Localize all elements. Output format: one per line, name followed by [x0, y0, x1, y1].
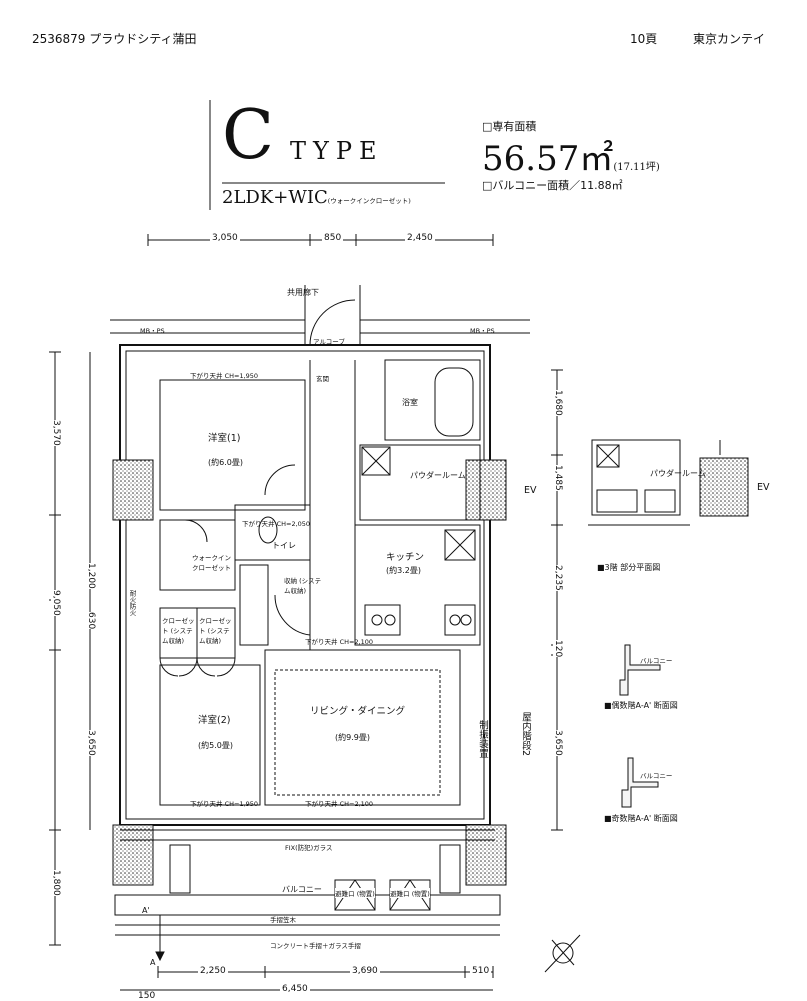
dim-right-4: 120	[553, 640, 563, 658]
handrail-label: 手摺笠木	[270, 916, 296, 924]
even-section-label: ■偶数階A-A' 断面図	[604, 701, 678, 710]
balcony-area: □バルコニー面積／11.88㎡	[482, 179, 623, 192]
legend-powder: パウダールーム	[650, 469, 706, 478]
dim-right-2: 1,485	[553, 465, 563, 491]
corridor-label: 共用廊下	[287, 288, 319, 297]
closet1-label: クローゼット (システム収納)	[162, 617, 195, 645]
toilet-label: トイレ	[272, 541, 296, 550]
shaft-label: 制振装置	[477, 720, 488, 758]
type-word: TYPE	[290, 137, 384, 165]
fix-glass-label: FIX(防犯)ガラス	[285, 844, 333, 852]
concrete-label: コンクリート手摺＋ガラス手摺	[270, 942, 361, 950]
dim-right-5: 3,650	[553, 730, 563, 756]
ceiling-note: 下がり天井 CH=1,950	[190, 372, 259, 380]
property-id: 2536879 プラウドシティ蒲田	[32, 32, 197, 46]
bedroom2-label: 洋室(2)	[198, 715, 231, 726]
living-label: リビング・ダイニング	[310, 706, 406, 717]
dim-bottom-total: 6,450	[280, 984, 310, 994]
dim-left-5: 3,650	[86, 730, 96, 756]
alcove-label: アルコーブ	[313, 338, 345, 346]
bath-label: 浴室	[402, 398, 418, 407]
emergency-label: 避難口 (物置)	[335, 888, 375, 898]
area-value: 56.57㎡(17.11坪)	[482, 139, 660, 179]
dim-left-2: 9,050	[51, 590, 61, 616]
area-label: □専有面積	[482, 120, 537, 133]
ceiling-note: 下がり天井 CH=1,950	[190, 800, 259, 808]
entrance-label: 玄関	[316, 375, 329, 383]
ceiling-note: 下がり天井 CH=2,050	[242, 520, 311, 528]
legend-ev: EV	[757, 482, 770, 493]
ceiling-note: 下がり天井 CH=2,100	[305, 638, 374, 646]
type-letter: C	[222, 96, 275, 175]
ev-label: EV	[524, 485, 537, 496]
dim-bottom-2: 3,690	[350, 966, 380, 976]
bedroom1-label: 洋室(1)	[208, 433, 241, 444]
balcony-small-label: バルコニー	[640, 657, 673, 665]
storage-label: 収納 (システム収納)	[284, 577, 322, 595]
dim-top-3: 2,450	[405, 233, 435, 243]
mbps-right-label: MB・PS	[470, 327, 495, 335]
bedroom1-size: (約6.0畳)	[208, 458, 243, 467]
partial-plan-label: ■3階 部分平面図	[597, 563, 661, 572]
section-a2: A'	[142, 906, 150, 915]
dim-bottom-1: 2,250	[198, 966, 228, 976]
living-size: (約9.9畳)	[335, 733, 370, 742]
ceiling-note: 下がり天井 CH=2,100	[305, 800, 374, 808]
dim-left-1: 3,570	[51, 420, 61, 446]
dim-bottom-small: 150	[138, 991, 156, 1001]
powder-label: パウダールーム	[410, 471, 466, 480]
bedroom2-size: (約5.0畳)	[198, 741, 233, 750]
dim-right-3: 2,235	[553, 565, 563, 591]
dim-left-3: 1,200	[86, 563, 96, 589]
kitchen-size: (約3.2畳)	[386, 566, 421, 575]
dim-top-1: 3,050	[210, 233, 240, 243]
dim-right-1: 1,680	[553, 390, 563, 416]
closet2-label: クローゼット (システム収納)	[199, 617, 232, 645]
publisher: 東京カンテイ	[693, 32, 766, 46]
fireproof-label: 耐火防火	[128, 590, 136, 616]
layout-label: 2LDK+WIC(ウォークインクローゼット)	[222, 187, 411, 208]
section-a: A	[150, 958, 156, 967]
dim-left-4: 630	[86, 612, 96, 630]
stair-label: 屋内階段2	[520, 712, 531, 757]
dim-left-6: 1,800	[51, 870, 61, 896]
balcony-label: バルコニー	[282, 885, 322, 894]
dim-bottom-3: 510	[470, 966, 492, 976]
balcony-small-label-2: バルコニー	[640, 772, 673, 780]
kitchen-label: キッチン	[386, 552, 425, 563]
mbps-left-label: MB・PS	[140, 327, 165, 335]
dim-top-2: 850	[322, 233, 344, 243]
page-number: 10頁	[630, 32, 658, 46]
odd-section-label: ■奇数階A-A' 断面図	[604, 814, 678, 823]
walkin-label: ウォークイン クローゼット	[192, 554, 231, 572]
emergency2-label: 避難口 (物置)	[390, 888, 430, 898]
